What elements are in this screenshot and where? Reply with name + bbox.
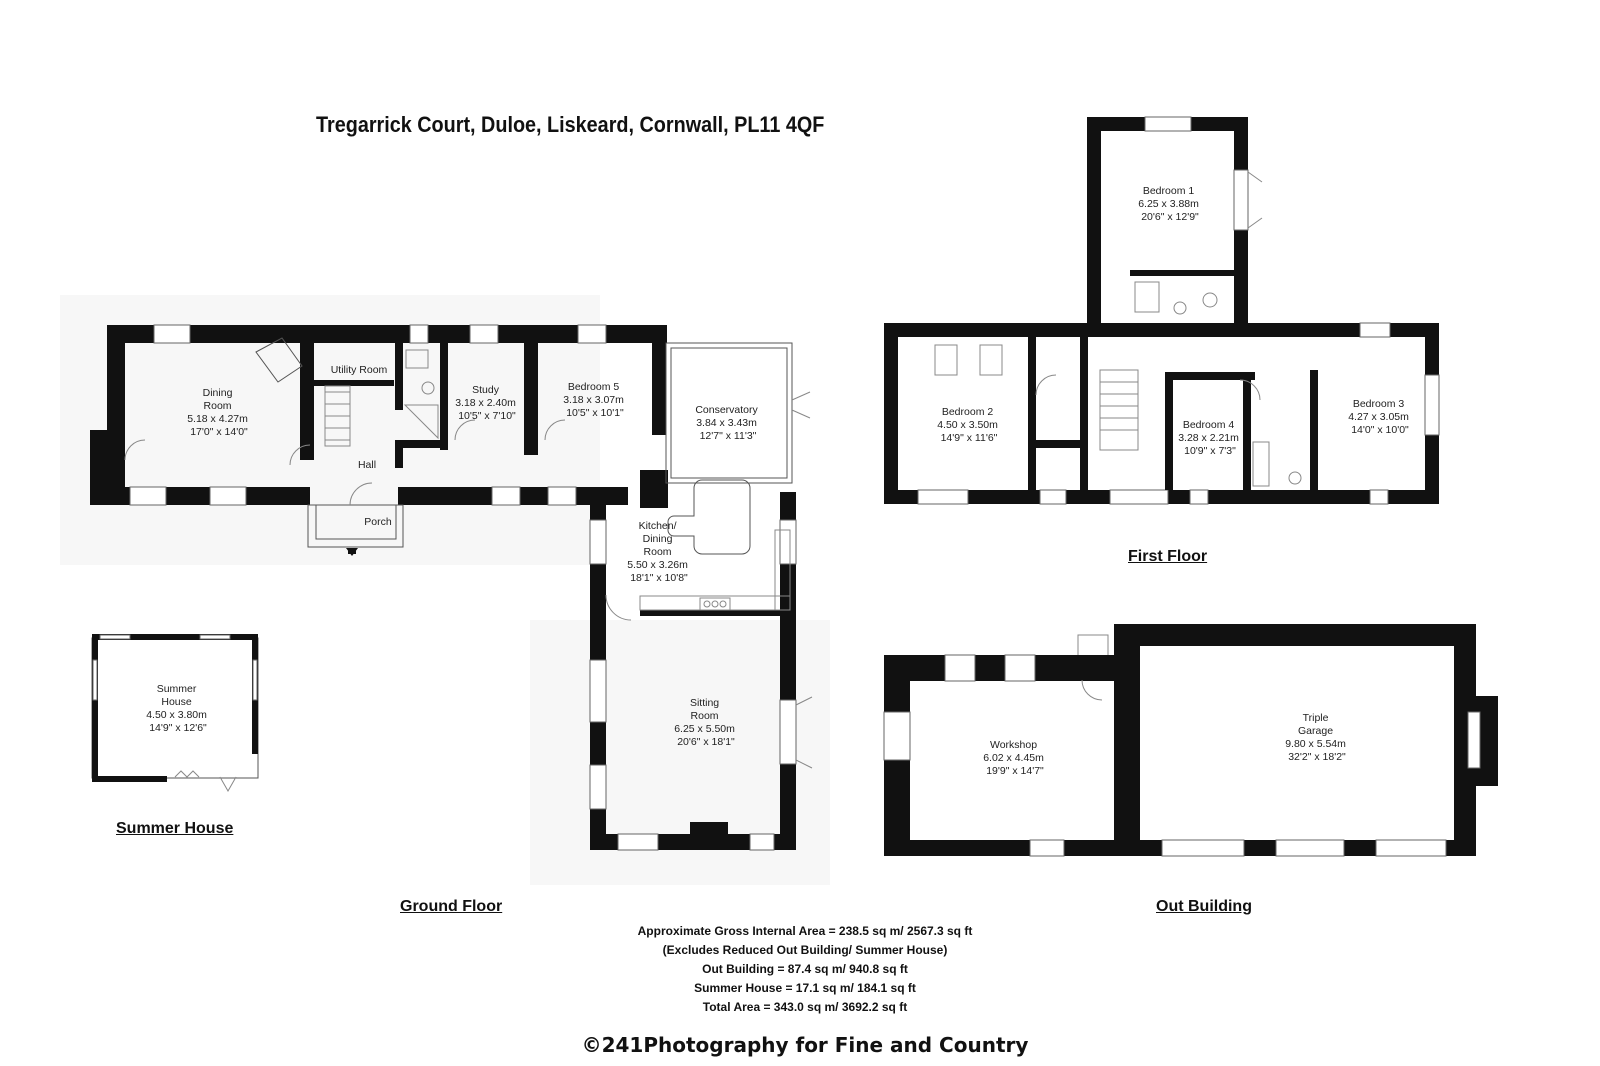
bedroom-4-label: Bedroom 4 3.28 x 2.21m 10'9" x 7'3" [1178, 419, 1242, 457]
sitting-room-label: Sitting Room 6.25 x 5.50m 20'6" x 18'1" [674, 697, 738, 748]
bedroom-5-label: Bedroom 5 3.18 x 3.07m 10'5" x 10'1" [563, 381, 627, 419]
summer-house-room-label: Summer House 4.50 x 3.80m 14'9" x 12'6" [146, 683, 210, 734]
bedroom-1-label: Bedroom 1 6.25 x 3.88m 20'6" x 12'9" [1138, 185, 1202, 223]
out-building-label: Out Building [1156, 898, 1252, 915]
area-line: Approximate Gross Internal Area = 238.5 … [637, 924, 973, 938]
workshop-label: Workshop 6.02 x 4.45m 19'9" x 14'7" [983, 739, 1047, 777]
conservatory-label: Conservatory 3.84 x 3.43m 12'7" x 11'3" [695, 404, 760, 442]
kitchen-dining-label: Kitchen/ Dining Room 5.50 x 3.26m 18'1" … [627, 520, 691, 584]
summer-house-floor-label: Summer House [116, 820, 234, 837]
area-line: Total Area = 343.0 sq m/ 3692.2 sq ft [702, 1000, 908, 1014]
area-line: Summer House = 17.1 sq m/ 184.1 sq ft [694, 981, 916, 995]
summer-house-plan [91, 634, 259, 793]
ground-floor-label: Ground Floor [400, 898, 503, 915]
porch-label: Porch [364, 516, 392, 528]
first-floor-plan [884, 116, 1440, 505]
triple-garage-label: Triple Garage 9.80 x 5.54m 32'2" x 18'2" [1285, 712, 1349, 763]
property-address-title: Tregarrick Court, Duloe, Liskeard, Cornw… [316, 112, 825, 137]
copyright-notice: ©241Photography for Fine and Country [581, 1033, 1029, 1057]
area-line: (Excludes Reduced Out Building/ Summer H… [662, 943, 948, 957]
bedroom-2-label: Bedroom 2 4.50 x 3.50m 14'9" x 11'6" [937, 406, 1001, 444]
utility-room-label: Utility Room [331, 364, 388, 376]
room-labels: Dining Room 5.18 x 4.27m 17'0" x 14'0" U… [146, 185, 1412, 777]
area-line: Out Building = 87.4 sq m/ 940.8 sq ft [702, 962, 908, 976]
hall-label: Hall [358, 459, 376, 471]
ground-floor-plan [60, 295, 830, 885]
area-summary: Approximate Gross Internal Area = 238.5 … [560, 922, 1050, 1017]
first-floor-label: First Floor [1128, 548, 1208, 565]
bedroom-3-label: Bedroom 3 4.27 x 3.05m 14'0" x 10'0" [1348, 398, 1412, 436]
out-building-plan [883, 624, 1498, 857]
study-label: Study 3.18 x 2.40m 10'5" x 7'10" [455, 384, 519, 422]
dining-room-label: Dining Room 5.18 x 4.27m 17'0" x 14'0" [187, 387, 251, 438]
